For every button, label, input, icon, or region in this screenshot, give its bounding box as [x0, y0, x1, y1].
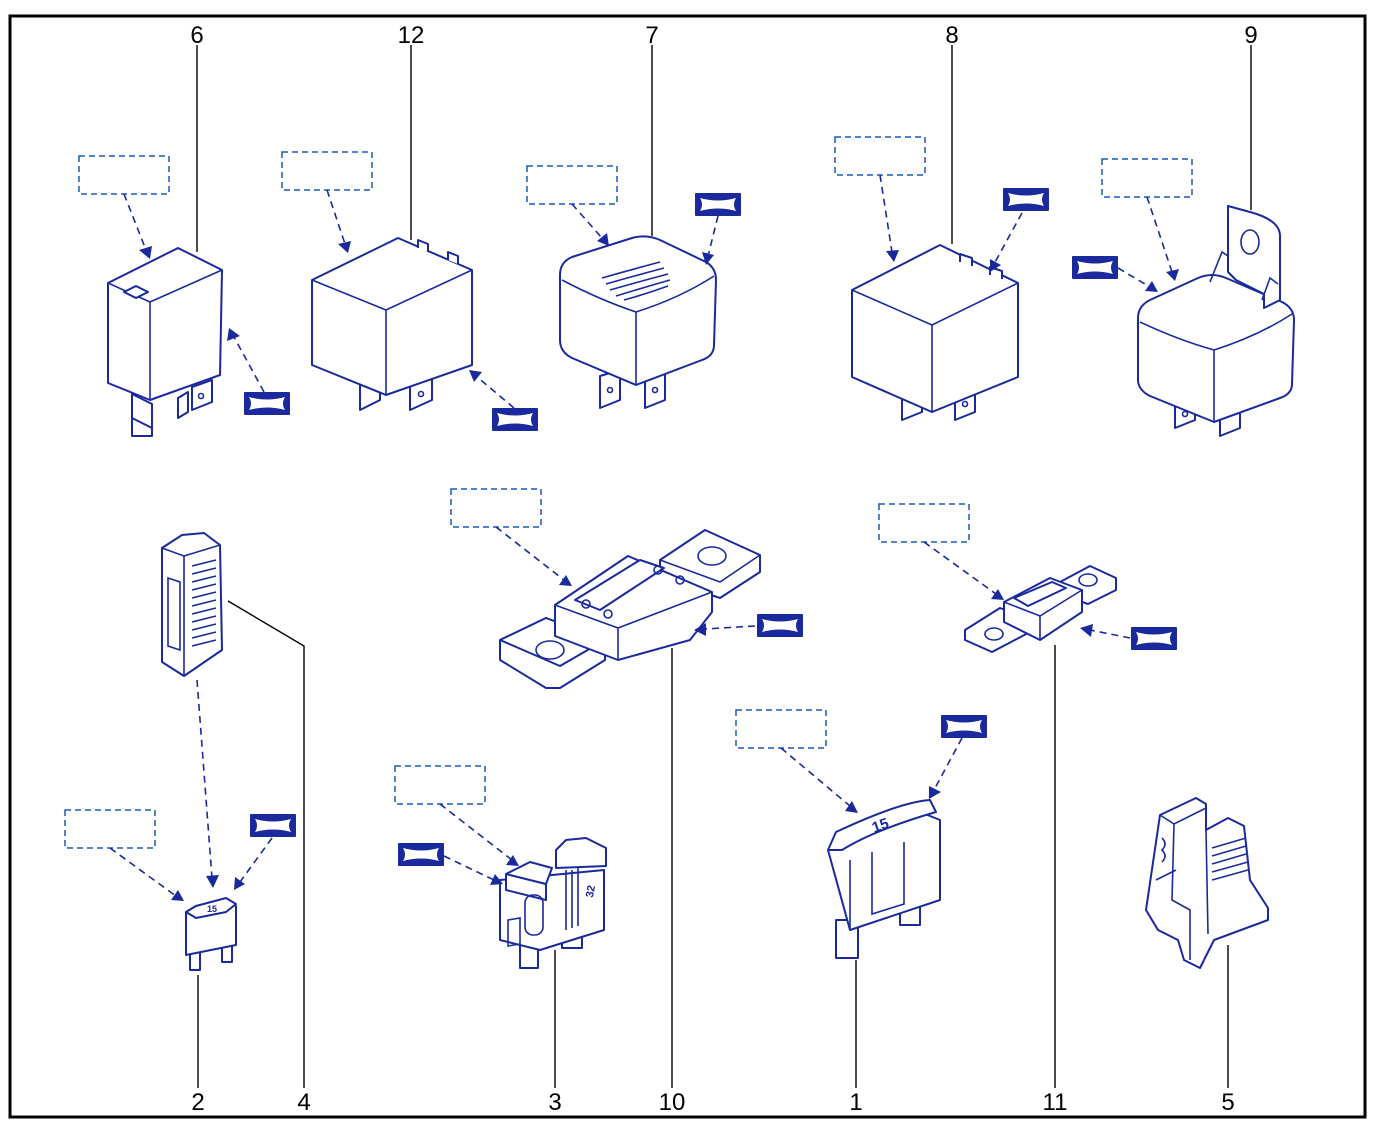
dashed-label-box-8 — [834, 136, 926, 176]
part-number-10: 10 — [659, 1089, 686, 1116]
part-number-3: 3 — [548, 1089, 561, 1116]
dashed-label-box-9 — [1101, 158, 1193, 198]
relay-7-icon — [559, 235, 717, 409]
dashed-label-box-6 — [78, 155, 170, 195]
dashed-label-box-3 — [394, 765, 486, 805]
dashed-label-box-10 — [450, 488, 542, 528]
part-number-5: 5 — [1221, 1089, 1234, 1116]
reference-symbol-icon — [244, 392, 290, 415]
reference-symbol-icon — [941, 715, 987, 738]
maxi-fuse-icon: 15 — [827, 799, 941, 959]
part-number-6: 6 — [190, 22, 203, 49]
fuse-puller-icon — [161, 532, 223, 677]
dashed-label-box-11 — [878, 503, 970, 543]
mini-fuse-icon: 15 — [185, 897, 237, 971]
reference-symbol-icon — [1072, 256, 1118, 279]
dashed-label-box-12 — [281, 151, 373, 191]
atc-fuse-rating: 32 — [584, 884, 598, 898]
relay-9-icon — [1137, 205, 1295, 437]
drawing-frame — [8, 14, 1367, 1119]
midi-fuse-icon — [964, 565, 1117, 653]
reference-symbol-icon — [492, 408, 538, 431]
dashed-label-box-2 — [64, 809, 156, 849]
part-number-4: 4 — [297, 1089, 310, 1116]
part-number-1: 1 — [849, 1089, 862, 1116]
reference-symbol-icon — [398, 843, 444, 866]
part-number-7: 7 — [645, 22, 658, 49]
reference-symbol-icon — [757, 614, 803, 637]
reference-symbol-icon — [1131, 627, 1177, 650]
dashed-label-box-7 — [526, 165, 618, 205]
atc-fuse-icon: 32 — [499, 837, 607, 969]
part-number-9: 9 — [1244, 22, 1257, 49]
fuse-clip-icon — [1145, 797, 1269, 969]
relay-6-icon — [107, 247, 223, 437]
part-number-2: 2 — [191, 1089, 204, 1116]
reference-symbol-icon — [1003, 188, 1049, 211]
part-number-8: 8 — [945, 22, 958, 49]
part-number-12: 12 — [398, 22, 425, 49]
relay-8-icon — [851, 244, 1019, 421]
part-number-11: 11 — [1043, 1089, 1068, 1116]
mini-fuse-rating: 15 — [207, 904, 217, 914]
relay-12-icon — [311, 237, 473, 411]
reference-symbol-icon — [695, 193, 741, 216]
reference-symbol-icon — [250, 814, 296, 837]
dashed-label-box-1 — [735, 709, 827, 749]
mega-fuse-icon — [499, 529, 761, 689]
maxi-fuse-rating: 15 — [870, 815, 891, 837]
